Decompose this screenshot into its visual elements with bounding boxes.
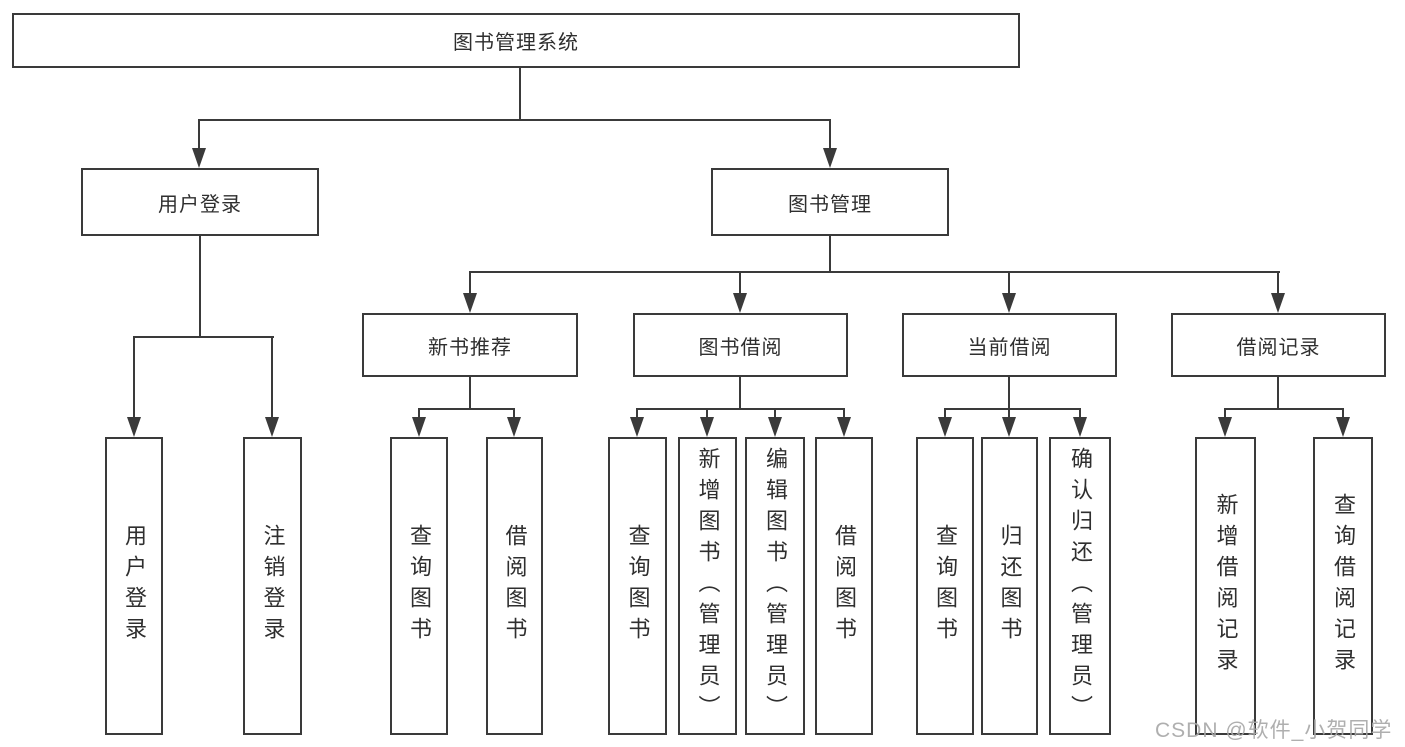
leaf-query-books-2: 查询图书 xyxy=(608,437,667,735)
node-new-book-recommend: 新书推荐 xyxy=(362,313,578,377)
connector-drop-book-management xyxy=(829,119,831,150)
node-book-borrow-label: 图书借阅 xyxy=(698,336,783,359)
connector-drop-query-books-3 xyxy=(944,408,946,419)
connector-new-book-stem xyxy=(469,377,471,410)
leaf-return-books-label: 归还图书 xyxy=(997,524,1023,648)
node-book-management: 图书管理 xyxy=(711,168,949,236)
arrowhead-leaf-user-login xyxy=(127,417,141,437)
arrowhead-add-record xyxy=(1218,417,1232,437)
arrowhead-query-books-3 xyxy=(938,417,952,437)
leaf-borrow-books-2: 借阅图书 xyxy=(815,437,873,735)
connector-user-login-stem xyxy=(199,236,201,338)
node-book-borrow: 图书借阅 xyxy=(633,313,848,377)
arrowhead-query-books-2 xyxy=(630,417,644,437)
leaf-borrow-books-1: 借阅图书 xyxy=(486,437,543,735)
leaf-edit-books-admin: 编辑图书（管理员） xyxy=(745,437,805,735)
connector-drop-query-record xyxy=(1342,408,1344,419)
arrowhead-book-borrow xyxy=(733,293,747,313)
leaf-query-books-2-label: 查询图书 xyxy=(625,524,651,648)
leaf-query-borrow-record-label: 查询借阅记录 xyxy=(1331,493,1356,679)
arrowhead-book-management xyxy=(823,148,837,168)
leaf-add-borrow-record: 新增借阅记录 xyxy=(1195,437,1256,735)
connector-drop-edit-books xyxy=(774,408,776,419)
connector-user-login-rail xyxy=(133,336,274,338)
leaf-query-books-1: 查询图书 xyxy=(390,437,448,735)
leaf-return-books: 归还图书 xyxy=(981,437,1038,735)
connector-book-borrow-stem xyxy=(739,377,741,410)
arrowhead-query-books-1 xyxy=(412,417,426,437)
connector-book-borrow-rail xyxy=(636,408,845,410)
arrowhead-user-login xyxy=(192,148,206,168)
connector-current-borrow-stem xyxy=(1008,377,1010,410)
leaf-add-books-admin: 新增图书（管理员） xyxy=(678,437,737,735)
connector-drop-query-books-1 xyxy=(418,408,420,419)
arrowhead-query-record xyxy=(1336,417,1350,437)
connector-drop-leaf-user-login xyxy=(133,336,135,419)
leaf-user-login: 用户登录 xyxy=(105,437,163,735)
node-borrow-records: 借阅记录 xyxy=(1171,313,1386,377)
connector-book-management-rail xyxy=(469,271,1280,273)
node-root: 图书管理系统 xyxy=(12,13,1020,68)
node-current-borrow-label: 当前借阅 xyxy=(967,336,1052,359)
arrowhead-return-books xyxy=(1002,417,1016,437)
leaf-logout-label: 注销登录 xyxy=(260,524,286,648)
leaf-confirm-return-admin: 确认归还（管理员） xyxy=(1049,437,1111,735)
connector-drop-book-borrow xyxy=(739,271,741,295)
connector-drop-new-book-recommend xyxy=(469,271,471,295)
leaf-edit-books-admin-label: 编辑图书（管理员） xyxy=(763,446,788,726)
arrowhead-current-borrow xyxy=(1002,293,1016,313)
connector-drop-return-books xyxy=(1008,408,1010,419)
leaf-add-borrow-record-label: 新增借阅记录 xyxy=(1213,493,1239,679)
connector-borrow-records-rail xyxy=(1224,408,1344,410)
connector-drop-borrow-books-1 xyxy=(513,408,515,419)
node-borrow-records-label: 借阅记录 xyxy=(1236,336,1321,359)
connector-root-stem xyxy=(519,68,521,121)
arrowhead-borrow-books-2 xyxy=(837,417,851,437)
leaf-add-books-admin-label: 新增图书（管理员） xyxy=(695,446,721,726)
arrowhead-edit-books xyxy=(768,417,782,437)
connector-drop-add-books xyxy=(706,408,708,419)
connector-drop-confirm-return xyxy=(1079,408,1081,419)
arrowhead-borrow-records xyxy=(1271,293,1285,313)
leaf-query-books-1-label: 查询图书 xyxy=(407,524,432,648)
leaf-confirm-return-admin-label: 确认归还（管理员） xyxy=(1068,446,1093,726)
leaf-logout: 注销登录 xyxy=(243,437,302,735)
arrowhead-add-books xyxy=(700,417,714,437)
connector-drop-borrow-books-2 xyxy=(843,408,845,419)
node-user-login: 用户登录 xyxy=(81,168,319,236)
leaf-query-books-3-label: 查询图书 xyxy=(933,524,958,648)
node-book-management-label: 图书管理 xyxy=(788,193,872,216)
leaf-query-borrow-record: 查询借阅记录 xyxy=(1313,437,1373,735)
connector-root-rail xyxy=(198,119,831,121)
arrowhead-confirm-return xyxy=(1073,417,1087,437)
connector-borrow-records-stem xyxy=(1277,377,1279,410)
connector-drop-query-books-2 xyxy=(636,408,638,419)
arrowhead-leaf-logout xyxy=(265,417,279,437)
connector-drop-borrow-records xyxy=(1277,271,1279,295)
connector-new-book-rail xyxy=(418,408,515,410)
leaf-borrow-books-1-label: 借阅图书 xyxy=(502,524,528,648)
connector-drop-add-record xyxy=(1224,408,1226,419)
node-root-label: 图书管理系统 xyxy=(453,32,579,54)
watermark: CSDN @软件_小贺同学 xyxy=(1155,719,1393,742)
connector-current-borrow-rail xyxy=(944,408,1081,410)
leaf-query-books-3: 查询图书 xyxy=(916,437,974,735)
connector-drop-user-login xyxy=(198,119,200,150)
connector-book-management-stem xyxy=(829,236,831,273)
arrowhead-new-book-recommend xyxy=(463,293,477,313)
node-new-book-recommend-label: 新书推荐 xyxy=(428,336,512,359)
leaf-user-login-label: 用户登录 xyxy=(122,524,147,648)
arrowhead-borrow-books-1 xyxy=(507,417,521,437)
leaf-borrow-books-2-label: 借阅图书 xyxy=(832,524,857,648)
node-user-login-label: 用户登录 xyxy=(158,193,242,216)
connector-drop-leaf-logout xyxy=(271,336,273,419)
connector-drop-current-borrow xyxy=(1008,271,1010,295)
node-current-borrow: 当前借阅 xyxy=(902,313,1117,377)
